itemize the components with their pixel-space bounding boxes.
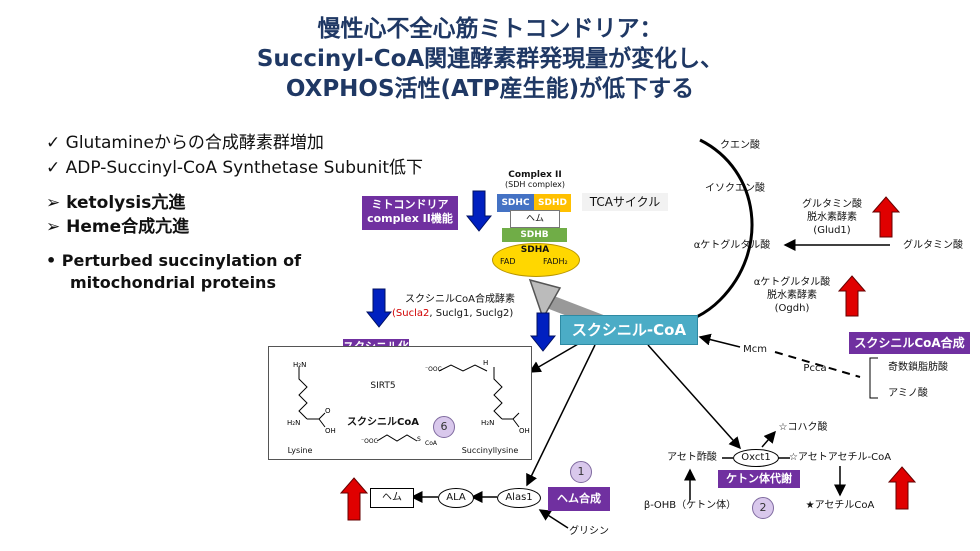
arrow-glycine xyxy=(538,509,569,529)
arrow-mcm xyxy=(698,333,741,348)
succinylcoa-synthesis-box: スクシニルCoA合成 xyxy=(849,332,970,354)
heme-node: ヘム xyxy=(370,488,414,508)
svg-text:H₂N: H₂N xyxy=(287,419,300,427)
mito-complex2-box: ミトコンドリア complex II機能 xyxy=(362,196,458,230)
svg-text:OH: OH xyxy=(325,427,336,435)
grey-arrow-head xyxy=(528,278,562,320)
molecule-structures: H₂N H₂N O OH ⁻OOC H H₂N OH ⁻OOC S CoA xyxy=(287,359,530,447)
up-arrow-heme xyxy=(340,477,368,521)
ketone-metabolism-box: ケトン体代謝 xyxy=(718,470,800,488)
sdhc-subunit: SDHC xyxy=(497,194,534,212)
synthetase-subunits: (Sucla2, Suclg1, Suclg2) xyxy=(392,307,552,320)
akg-label: αケトグルタル酸 xyxy=(693,240,771,251)
succinylcoa-reaction-label: スクシニルCoA xyxy=(347,417,419,428)
succinate-label: ☆コハク酸 xyxy=(778,422,828,433)
title-line-2: Succinyl-CoA関連酵素群発現量が変化し、 xyxy=(256,46,724,72)
step-6-badge: 6 xyxy=(433,416,455,438)
svg-text:⁻OOC: ⁻OOC xyxy=(425,366,442,373)
down-arrow-synthetase xyxy=(366,288,392,328)
suclg-label: , Suclg1, Suclg2) xyxy=(429,308,514,319)
succinylcoa-synthetase-label: スクシニルCoA合成酵素 xyxy=(405,294,515,305)
bullet-succinylation-1: • Perturbed succinylation of xyxy=(46,251,302,270)
isocitrate-label: イソクエン酸 xyxy=(705,183,765,194)
amino-acid-label: アミノ酸 xyxy=(888,388,928,399)
sdhd-subunit: SDHD xyxy=(534,194,571,212)
svg-text:H: H xyxy=(483,359,488,367)
acetoacetate-label: アセト酢酸 xyxy=(667,452,717,463)
ala-node: ALA xyxy=(438,488,474,508)
bracket-sources xyxy=(869,357,878,399)
alas1-node: Alas1 xyxy=(497,488,541,508)
glud1-label: グルタミン酸 脱水素酵素 (Glud1) xyxy=(802,199,862,236)
step-2-badge: 2 xyxy=(752,497,774,519)
arrow-succinylation xyxy=(528,339,586,373)
citrate-label: クエン酸 xyxy=(720,140,760,151)
down-arrow-succinylcoa xyxy=(530,312,556,352)
acetoacetyl-coa-label: ☆アセトアセチル-CoA xyxy=(788,452,892,463)
svg-text:H₂N: H₂N xyxy=(481,419,494,427)
complex2-subtitle: (SDH complex) xyxy=(505,180,565,189)
succinyllysine-label: Succinyllysine xyxy=(461,446,519,455)
title-line-1: 慢性心不全心筋ミトコンドリア： xyxy=(317,16,663,42)
svg-text:CoA: CoA xyxy=(425,440,438,447)
svg-text:OH: OH xyxy=(519,427,530,435)
arrow-to-oxct1 xyxy=(647,344,741,450)
up-arrow-ogdh xyxy=(838,275,866,317)
glutamate-label: グルタミン酸 xyxy=(903,240,963,251)
odd-fatty-acid-label: 奇数鎖脂肪酸 xyxy=(888,362,948,373)
svg-text:S: S xyxy=(417,436,421,443)
bullet-heme: ➢ Heme合成亢進 xyxy=(46,217,190,237)
heme-synthesis-box: ヘム合成 xyxy=(548,487,610,511)
sdha-subunit xyxy=(492,243,580,277)
svg-text:⁻OOC: ⁻OOC xyxy=(361,438,378,445)
pcca-label: Pcca xyxy=(803,363,827,374)
arrow-to-alas1 xyxy=(526,344,596,487)
bullet-adp-succinyl: ✓ ADP-Succinyl-CoA Synthetase Subunit低下 xyxy=(46,158,423,178)
title-line-3: OXPHOS活性(ATP産生能)が低下する xyxy=(285,76,695,102)
up-arrow-ketone xyxy=(888,466,916,510)
sdhb-subunit: SDHB xyxy=(502,228,567,242)
sirt5-label: SIRT5 xyxy=(370,381,396,391)
down-arrow-complex2 xyxy=(466,190,492,232)
dash-mcm-pcca xyxy=(774,351,861,378)
tca-cycle-label: TCAサイクル xyxy=(582,193,668,211)
arrow-succinate xyxy=(761,430,776,448)
fadh2-label: FADH₂ xyxy=(543,257,568,266)
ogdh-label: αケトグルタル酸 脱水素酵素 (Ogdh) xyxy=(753,277,831,314)
bohb-label: β-OHB（ケトン体） xyxy=(643,500,737,511)
glycine-label: グリシン xyxy=(569,526,609,537)
sdha-label: SDHA xyxy=(520,245,550,255)
bullet-ketolysis: ➢ ketolysis亢進 xyxy=(46,193,186,213)
bullet-succinylation-2: mitochondrial proteins xyxy=(70,273,276,292)
succinylation-reaction-box: H₂N H₂N O OH ⁻OOC H H₂N OH ⁻OOC S CoA xyxy=(268,346,532,460)
oxct1-node: Oxct1 xyxy=(733,449,779,467)
svg-text:H₂N: H₂N xyxy=(293,361,306,369)
acetyl-coa-label: ★アセチルCoA xyxy=(805,500,875,511)
complex2-title: Complex II xyxy=(508,170,562,180)
step-1-badge: 1 xyxy=(570,461,592,483)
svg-text:O: O xyxy=(325,407,331,415)
up-arrow-glud1 xyxy=(872,196,900,238)
heme-in-complex: ヘム xyxy=(510,210,560,228)
sucla2-label: (Sucla2 xyxy=(392,308,430,319)
tca-cycle-arc xyxy=(619,138,754,328)
fad-label: FAD xyxy=(500,257,516,266)
lysine-label: Lysine xyxy=(287,446,313,455)
succinyl-coa-box: スクシニル-CoA xyxy=(560,315,698,345)
bullet-glutamine: ✓ Glutamineからの合成酵素群増加 xyxy=(46,133,324,153)
mcm-label: Mcm xyxy=(743,344,767,355)
